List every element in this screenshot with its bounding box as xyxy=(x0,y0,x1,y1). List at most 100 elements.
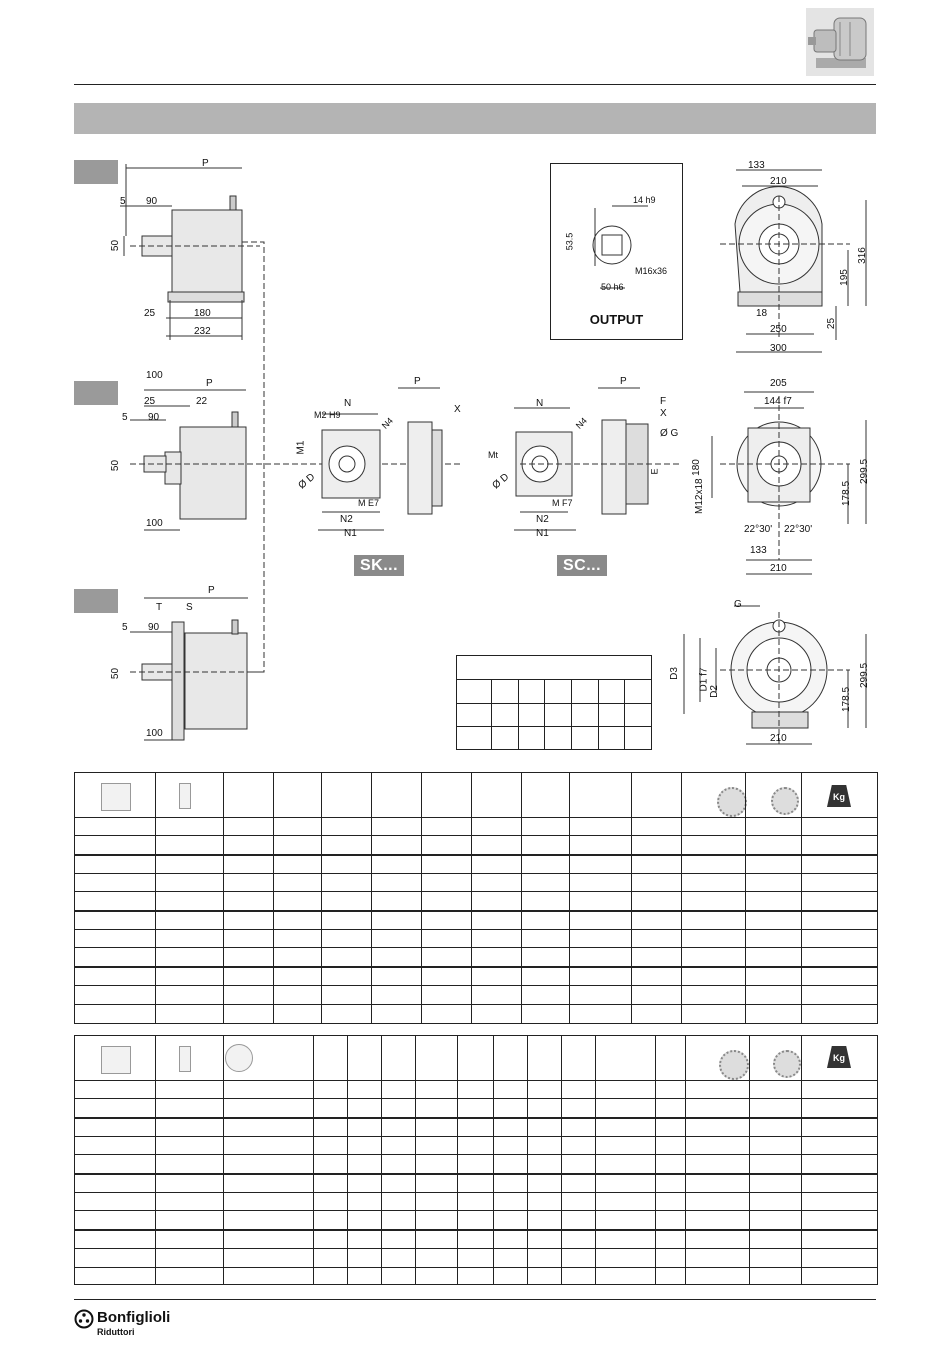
dim-thread: M16x36 xyxy=(635,266,668,276)
dim-c: 5 xyxy=(122,412,128,423)
column-line xyxy=(223,773,224,1023)
dim-N: N xyxy=(344,398,352,409)
column-line xyxy=(223,1036,224,1284)
dim-d: M12x18 xyxy=(694,478,705,514)
output-box: 14 h9 53.5 50 h6 M16x36 OUTPUT xyxy=(550,163,683,340)
dim-F: F xyxy=(660,396,667,407)
column-line xyxy=(321,773,322,1023)
dim-f: 178.5 xyxy=(841,480,853,507)
dim-P: P xyxy=(620,376,627,387)
row-line xyxy=(75,835,877,836)
dim-Mt: Mt xyxy=(488,450,498,460)
row-line xyxy=(75,1267,877,1268)
dim-a: 299.5 xyxy=(859,662,871,689)
dim-g: 22°30' xyxy=(744,524,773,535)
dim-e: 50 xyxy=(110,459,122,472)
dim-D3: D3 xyxy=(668,667,680,680)
column-line xyxy=(681,773,682,1023)
view-tab-3 xyxy=(74,589,118,613)
dim-c: 316 xyxy=(856,247,868,264)
column-line xyxy=(371,773,372,1023)
dim-e: 180 xyxy=(194,308,211,319)
dim-M: M F7 xyxy=(552,498,573,508)
row-line xyxy=(75,873,877,874)
dim-d: 100 xyxy=(146,728,163,739)
flange-front-icon xyxy=(225,1044,253,1072)
dim-M2: M2 H9 xyxy=(314,410,341,420)
output-label: OUTPUT xyxy=(589,312,644,327)
dim-g: 250 xyxy=(770,324,787,335)
dim-d: 195 xyxy=(838,269,850,286)
dim-b: 210 xyxy=(770,176,787,187)
dim-c: 50 xyxy=(110,239,122,252)
column-line xyxy=(155,773,156,1023)
small-grid xyxy=(456,655,652,750)
dim-h: 300 xyxy=(770,343,787,354)
column-line xyxy=(155,1036,156,1284)
row-line xyxy=(75,910,877,912)
brand-sub: Riduttori xyxy=(97,1327,135,1337)
row-line xyxy=(75,1173,877,1175)
view-tab-1 xyxy=(74,160,118,184)
row-line xyxy=(75,817,877,818)
dim-f: 100 xyxy=(146,518,163,529)
dim-e: 299.5 xyxy=(859,458,871,485)
column-line xyxy=(471,773,472,1023)
row-line xyxy=(75,1192,877,1193)
dim-N1: N1 xyxy=(344,528,357,539)
column-line xyxy=(655,1036,656,1284)
dim-b: 144 f7 xyxy=(764,396,792,407)
column-line xyxy=(421,773,422,1023)
dim-b: 90 xyxy=(146,196,158,207)
dim-a: 205 xyxy=(770,378,787,389)
row-line xyxy=(75,854,877,856)
dim-a: 5 xyxy=(120,196,126,207)
gear-icon xyxy=(771,787,799,815)
section-banner xyxy=(74,103,876,134)
row-line xyxy=(75,966,877,968)
dim-f: 25 xyxy=(826,317,838,330)
product-thumbnail xyxy=(806,8,874,76)
dim-P: P xyxy=(208,585,215,596)
sk-badge: SK... xyxy=(354,555,404,576)
row-line xyxy=(75,1229,877,1231)
dim-f: 232 xyxy=(194,326,211,337)
column-line xyxy=(381,1036,382,1284)
dimension-table-2: Kg xyxy=(74,1035,878,1285)
gearbox-image xyxy=(808,17,867,68)
gearbox-outline-icon xyxy=(101,1046,131,1074)
row-line xyxy=(75,1117,877,1119)
row-line xyxy=(75,985,877,986)
dim-i: 133 xyxy=(750,545,767,556)
dim-E: E xyxy=(649,468,660,475)
dim-key: 14 h9 xyxy=(633,195,656,205)
dimension-table-1: Kg xyxy=(74,772,878,1024)
flange-outline-icon xyxy=(179,1046,191,1072)
dim-b: 178.5 xyxy=(841,686,853,713)
gearbox-outline-icon xyxy=(101,783,131,811)
column-line xyxy=(745,773,746,1023)
column-line xyxy=(347,1036,348,1284)
dim-X: X xyxy=(660,408,667,419)
dim-a: 133 xyxy=(748,160,765,171)
dim-S: S xyxy=(186,602,193,613)
column-line xyxy=(749,1036,750,1284)
dim-N2: N2 xyxy=(536,514,549,525)
row-line xyxy=(75,1098,877,1099)
row-line xyxy=(75,1154,877,1155)
dim-P: P xyxy=(206,378,213,389)
dim-N2: N2 xyxy=(340,514,353,525)
dim-P: P xyxy=(202,158,209,169)
column-line xyxy=(273,773,274,1023)
dim-P: P xyxy=(414,376,421,387)
dim-e: 18 xyxy=(756,308,768,319)
dim-b: 22 xyxy=(196,396,208,407)
dim-G: G xyxy=(734,599,742,610)
row-line xyxy=(75,891,877,892)
weight-icon: Kg xyxy=(827,1046,851,1068)
dim-j: 210 xyxy=(770,563,787,574)
dim-d: 25 xyxy=(144,308,156,319)
dim-D2: D2 xyxy=(708,685,720,698)
row-line xyxy=(75,1210,877,1211)
dim-G: Ø G xyxy=(660,428,679,439)
